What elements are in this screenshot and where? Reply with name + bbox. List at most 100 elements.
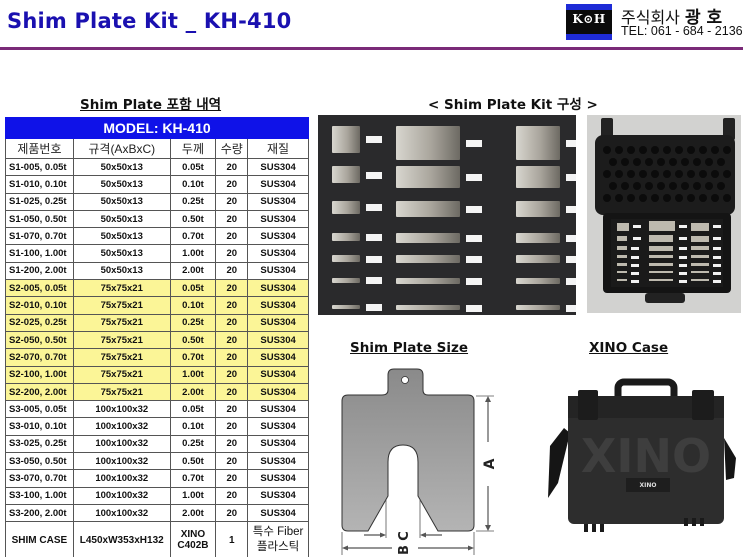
cell-size: 100x100x32 bbox=[72, 400, 171, 419]
shim-sample bbox=[516, 305, 560, 310]
cell-thickness: 1.00t bbox=[169, 244, 217, 263]
cell-code: S1-070, 0.70t bbox=[5, 227, 74, 246]
shim-sample bbox=[332, 233, 360, 241]
cell-size: 50x50x13 bbox=[72, 175, 171, 194]
cell-thickness: 0.70t bbox=[169, 227, 217, 246]
cell-thickness: 0.05t bbox=[169, 157, 217, 177]
cell-size: 75x75x21 bbox=[72, 313, 171, 332]
cell-material: SUS304 bbox=[247, 486, 309, 505]
shim-plate-shape: A C B bbox=[341, 368, 498, 555]
col-header-size: 규격(AxBxC) bbox=[72, 138, 171, 159]
shim-label-tag bbox=[466, 235, 482, 242]
cell-thickness: 0.10t bbox=[169, 417, 217, 436]
cell-thickness: 0.25t bbox=[169, 434, 217, 454]
cell-size: 100x100x32 bbox=[72, 469, 171, 488]
cell-qty: 20 bbox=[215, 157, 249, 177]
shim-label-tag bbox=[366, 255, 382, 263]
cell-code: S2-200, 2.00t bbox=[5, 382, 74, 402]
cell-size: 50x50x13 bbox=[72, 209, 171, 229]
dimension-label-b: B bbox=[397, 545, 412, 555]
cell-thickness: 1.00t bbox=[169, 486, 217, 505]
cell-thickness: 2.00t bbox=[169, 261, 217, 281]
cell-material: SUS304 bbox=[247, 452, 309, 471]
cell-qty: 20 bbox=[215, 348, 249, 367]
cell-size: 75x75x21 bbox=[72, 365, 171, 384]
cell-qty: 20 bbox=[215, 279, 249, 298]
cell-qty: 20 bbox=[215, 382, 249, 402]
cell-thickness: 0.25t bbox=[169, 313, 217, 332]
cell-size: 50x50x13 bbox=[72, 157, 171, 177]
shim-sample bbox=[332, 201, 360, 214]
logo-text: K⊙H bbox=[572, 12, 606, 26]
cell-thickness: 0.10t bbox=[169, 296, 217, 315]
shim-label-tag bbox=[566, 304, 576, 312]
shim-sample bbox=[396, 201, 460, 217]
cell-size: 100x100x32 bbox=[72, 503, 171, 523]
shim-label-tag bbox=[566, 256, 576, 264]
shim-sample bbox=[516, 255, 560, 264]
case-model-line2: C402B bbox=[177, 540, 209, 552]
open-case-illustration bbox=[587, 115, 741, 313]
company-prefix: 주식회사 bbox=[621, 8, 680, 27]
shim-label-tag bbox=[466, 173, 482, 181]
cell-qty: 20 bbox=[215, 209, 249, 229]
case-badge: XINO bbox=[640, 482, 657, 489]
company-tel: TEL: 061 - 684 - 2136 bbox=[621, 24, 743, 38]
xino-case-photo: XINO XINO bbox=[548, 368, 738, 538]
case-material-line2: 플라스틱 bbox=[256, 541, 300, 554]
shim-sample bbox=[332, 277, 360, 283]
shim-sample bbox=[396, 305, 460, 310]
cell-thickness: 0.25t bbox=[169, 192, 217, 211]
shim-label-tag bbox=[366, 277, 382, 285]
case-material-line1: 특수 Fiber bbox=[252, 526, 304, 539]
shim-sample bbox=[396, 233, 460, 243]
col-header-qty: 수량 bbox=[215, 138, 249, 159]
shim-sample bbox=[332, 165, 360, 184]
shim-label-tag bbox=[566, 277, 576, 285]
shim-sample bbox=[332, 305, 360, 309]
cell-code: S3-070, 0.70t bbox=[5, 469, 74, 488]
cell-qty: 20 bbox=[215, 296, 249, 315]
cell-material: SUS304 bbox=[247, 279, 309, 298]
cell-qty: 20 bbox=[215, 434, 249, 454]
shim-sample bbox=[396, 125, 460, 160]
cell-qty: 20 bbox=[215, 503, 249, 523]
cell-material: SUS304 bbox=[247, 175, 309, 194]
shim-sample bbox=[396, 255, 460, 264]
kit-heading: < Shim Plate Kit 구성 > bbox=[428, 97, 598, 113]
col-header-thickness: 두께 bbox=[169, 138, 217, 159]
cell-size: 75x75x21 bbox=[72, 330, 171, 350]
cell-material: SUS304 bbox=[247, 365, 309, 384]
cell-code: S1-050, 0.50t bbox=[5, 209, 74, 229]
cell-qty: 20 bbox=[215, 486, 249, 505]
cell-code: S2-050, 0.50t bbox=[5, 330, 74, 350]
cell-material: SUS304 bbox=[247, 313, 309, 332]
column-header-row: 제품번호 규격(AxBxC) 두께 수량 재질 bbox=[5, 138, 309, 159]
shim-label-tag bbox=[566, 173, 576, 181]
header-divider bbox=[0, 47, 743, 50]
cell-code: S3-200, 2.00t bbox=[5, 503, 74, 523]
shim-label-tag bbox=[466, 277, 482, 285]
shim-label-tag bbox=[566, 139, 576, 147]
shim-label-tag bbox=[366, 171, 382, 179]
shim-label-tag bbox=[366, 234, 382, 241]
shim-sample bbox=[516, 201, 560, 217]
cell-code: S2-100, 1.00t bbox=[5, 365, 74, 384]
shim-sample bbox=[516, 125, 560, 160]
cell-size: 50x50x13 bbox=[72, 244, 171, 263]
cell-code: S3-025, 0.25t bbox=[5, 434, 74, 454]
cell-material: SUS304 bbox=[247, 261, 309, 281]
cell-thickness: 0.05t bbox=[169, 400, 217, 419]
cell-qty: 20 bbox=[215, 330, 249, 350]
cell-material: SUS304 bbox=[247, 244, 309, 263]
cell-code: S3-010, 0.10t bbox=[5, 417, 74, 436]
